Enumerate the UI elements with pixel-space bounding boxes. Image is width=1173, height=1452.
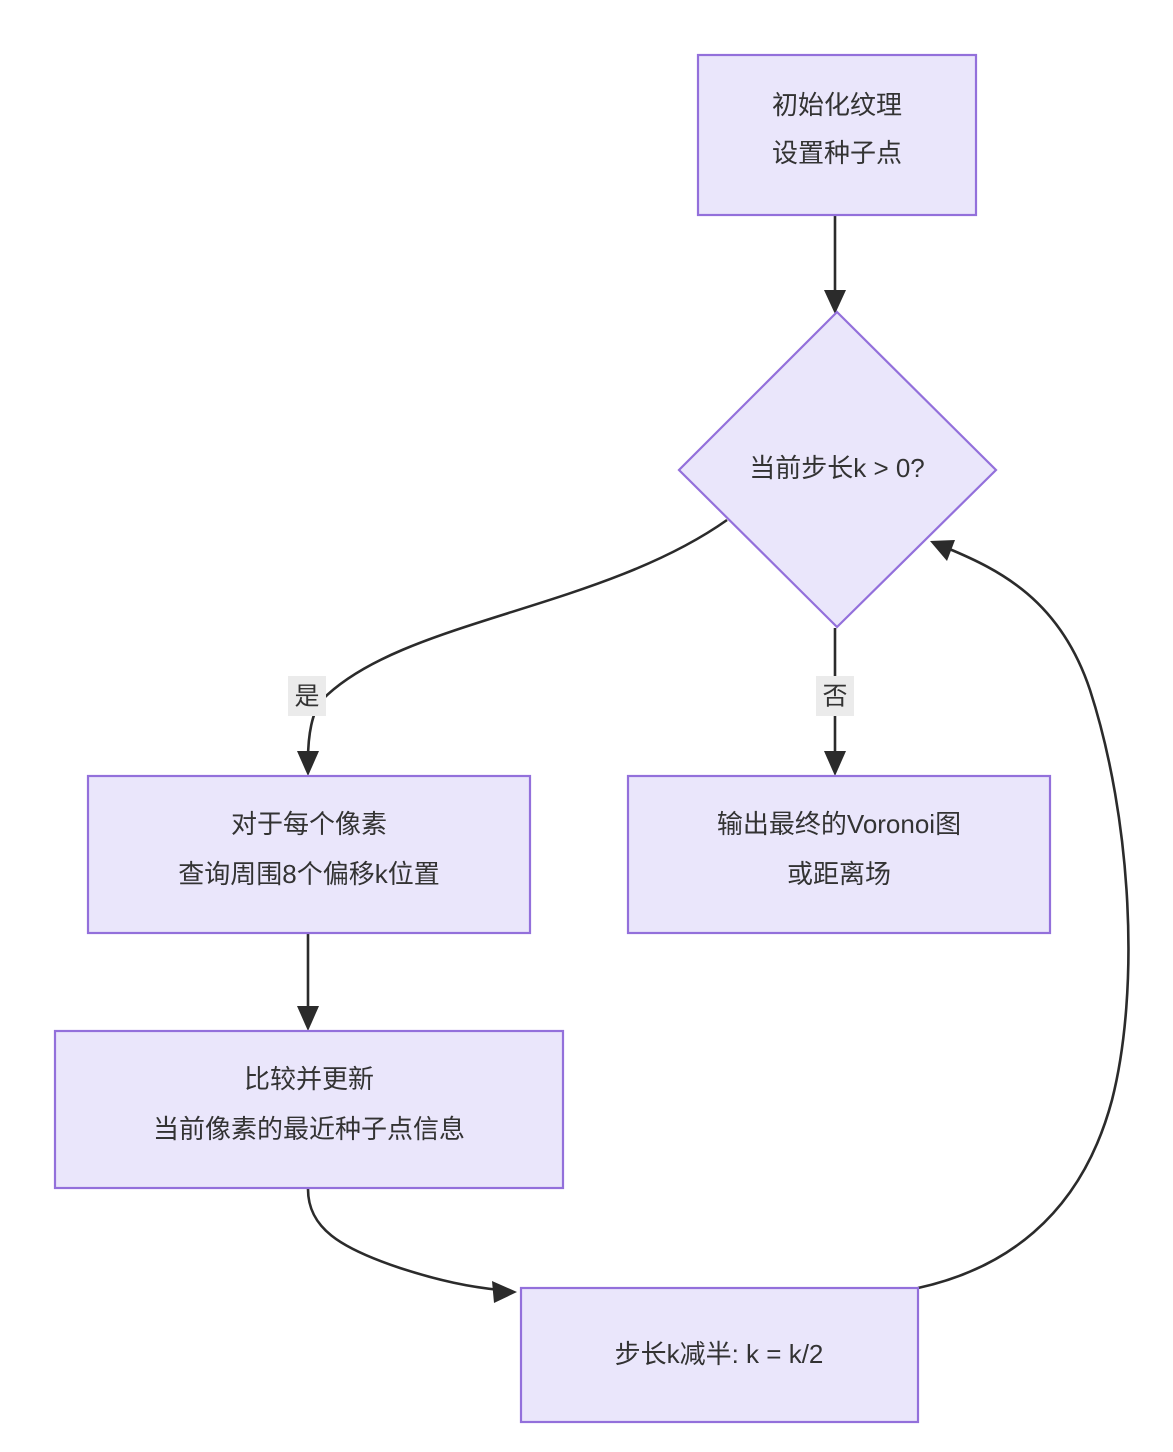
edge-label-yes: 是 <box>288 676 326 716</box>
edge-decision-to-scan <box>297 518 728 776</box>
node-init[interactable]: 初始化纹理 设置种子点 <box>696 53 978 217</box>
node-decision[interactable]: 当前步长k > 0? <box>677 310 998 629</box>
node-scan[interactable]: 对于每个像素 查询周围8个偏移k位置 <box>86 774 532 935</box>
node-scan-shape[interactable] <box>86 774 532 935</box>
arrowhead-icon <box>297 1006 319 1031</box>
arrowhead-icon <box>930 540 955 561</box>
node-update[interactable]: 比较并更新 当前像素的最近种子点信息 <box>53 1029 565 1190</box>
edge-label-background <box>816 676 854 716</box>
node-scan-line2: 查询周围8个偏移k位置 <box>178 859 439 889</box>
edge-line <box>917 546 1130 1290</box>
edge-halve-to-decision <box>917 540 1130 1290</box>
node-init-line1: 初始化纹理 <box>772 90 902 120</box>
edge-label-no: 否 <box>816 676 854 716</box>
node-update-shape[interactable] <box>53 1029 565 1190</box>
edge-line <box>306 1188 501 1292</box>
edge-init-to-decision <box>824 216 846 314</box>
node-output-line1: 输出最终的Voronoi图 <box>717 809 961 839</box>
node-decision-shape[interactable] <box>677 310 998 629</box>
arrowhead-icon <box>492 1281 517 1303</box>
node-halve-line1: 步长k减半: k = k/2 <box>615 1339 824 1369</box>
edge-label-no-text: 否 <box>822 683 847 711</box>
node-update-line2: 当前像素的最近种子点信息 <box>153 1114 465 1144</box>
node-halve[interactable]: 步长k减半: k = k/2 <box>519 1286 920 1424</box>
node-halve-shape[interactable] <box>519 1286 920 1424</box>
edge-line <box>306 518 728 761</box>
node-output-line2: 或距离场 <box>787 859 891 889</box>
edge-label-yes-text: 是 <box>294 683 319 711</box>
arrowhead-icon <box>824 290 846 314</box>
node-update-line1: 比较并更新 <box>244 1064 374 1094</box>
node-output[interactable]: 输出最终的Voronoi图 或距离场 <box>626 774 1052 935</box>
node-init-line2: 设置种子点 <box>772 138 902 168</box>
arrowhead-icon <box>297 751 319 776</box>
node-init-shape[interactable] <box>696 53 978 217</box>
edge-update-to-halve <box>306 1188 517 1303</box>
node-decision-line1: 当前步长k > 0? <box>749 453 925 483</box>
arrowhead-icon <box>824 751 846 776</box>
edge-label-background <box>288 676 326 716</box>
node-scan-line1: 对于每个像素 <box>231 809 387 839</box>
edge-scan-to-update <box>297 934 319 1031</box>
node-output-shape[interactable] <box>626 774 1052 935</box>
